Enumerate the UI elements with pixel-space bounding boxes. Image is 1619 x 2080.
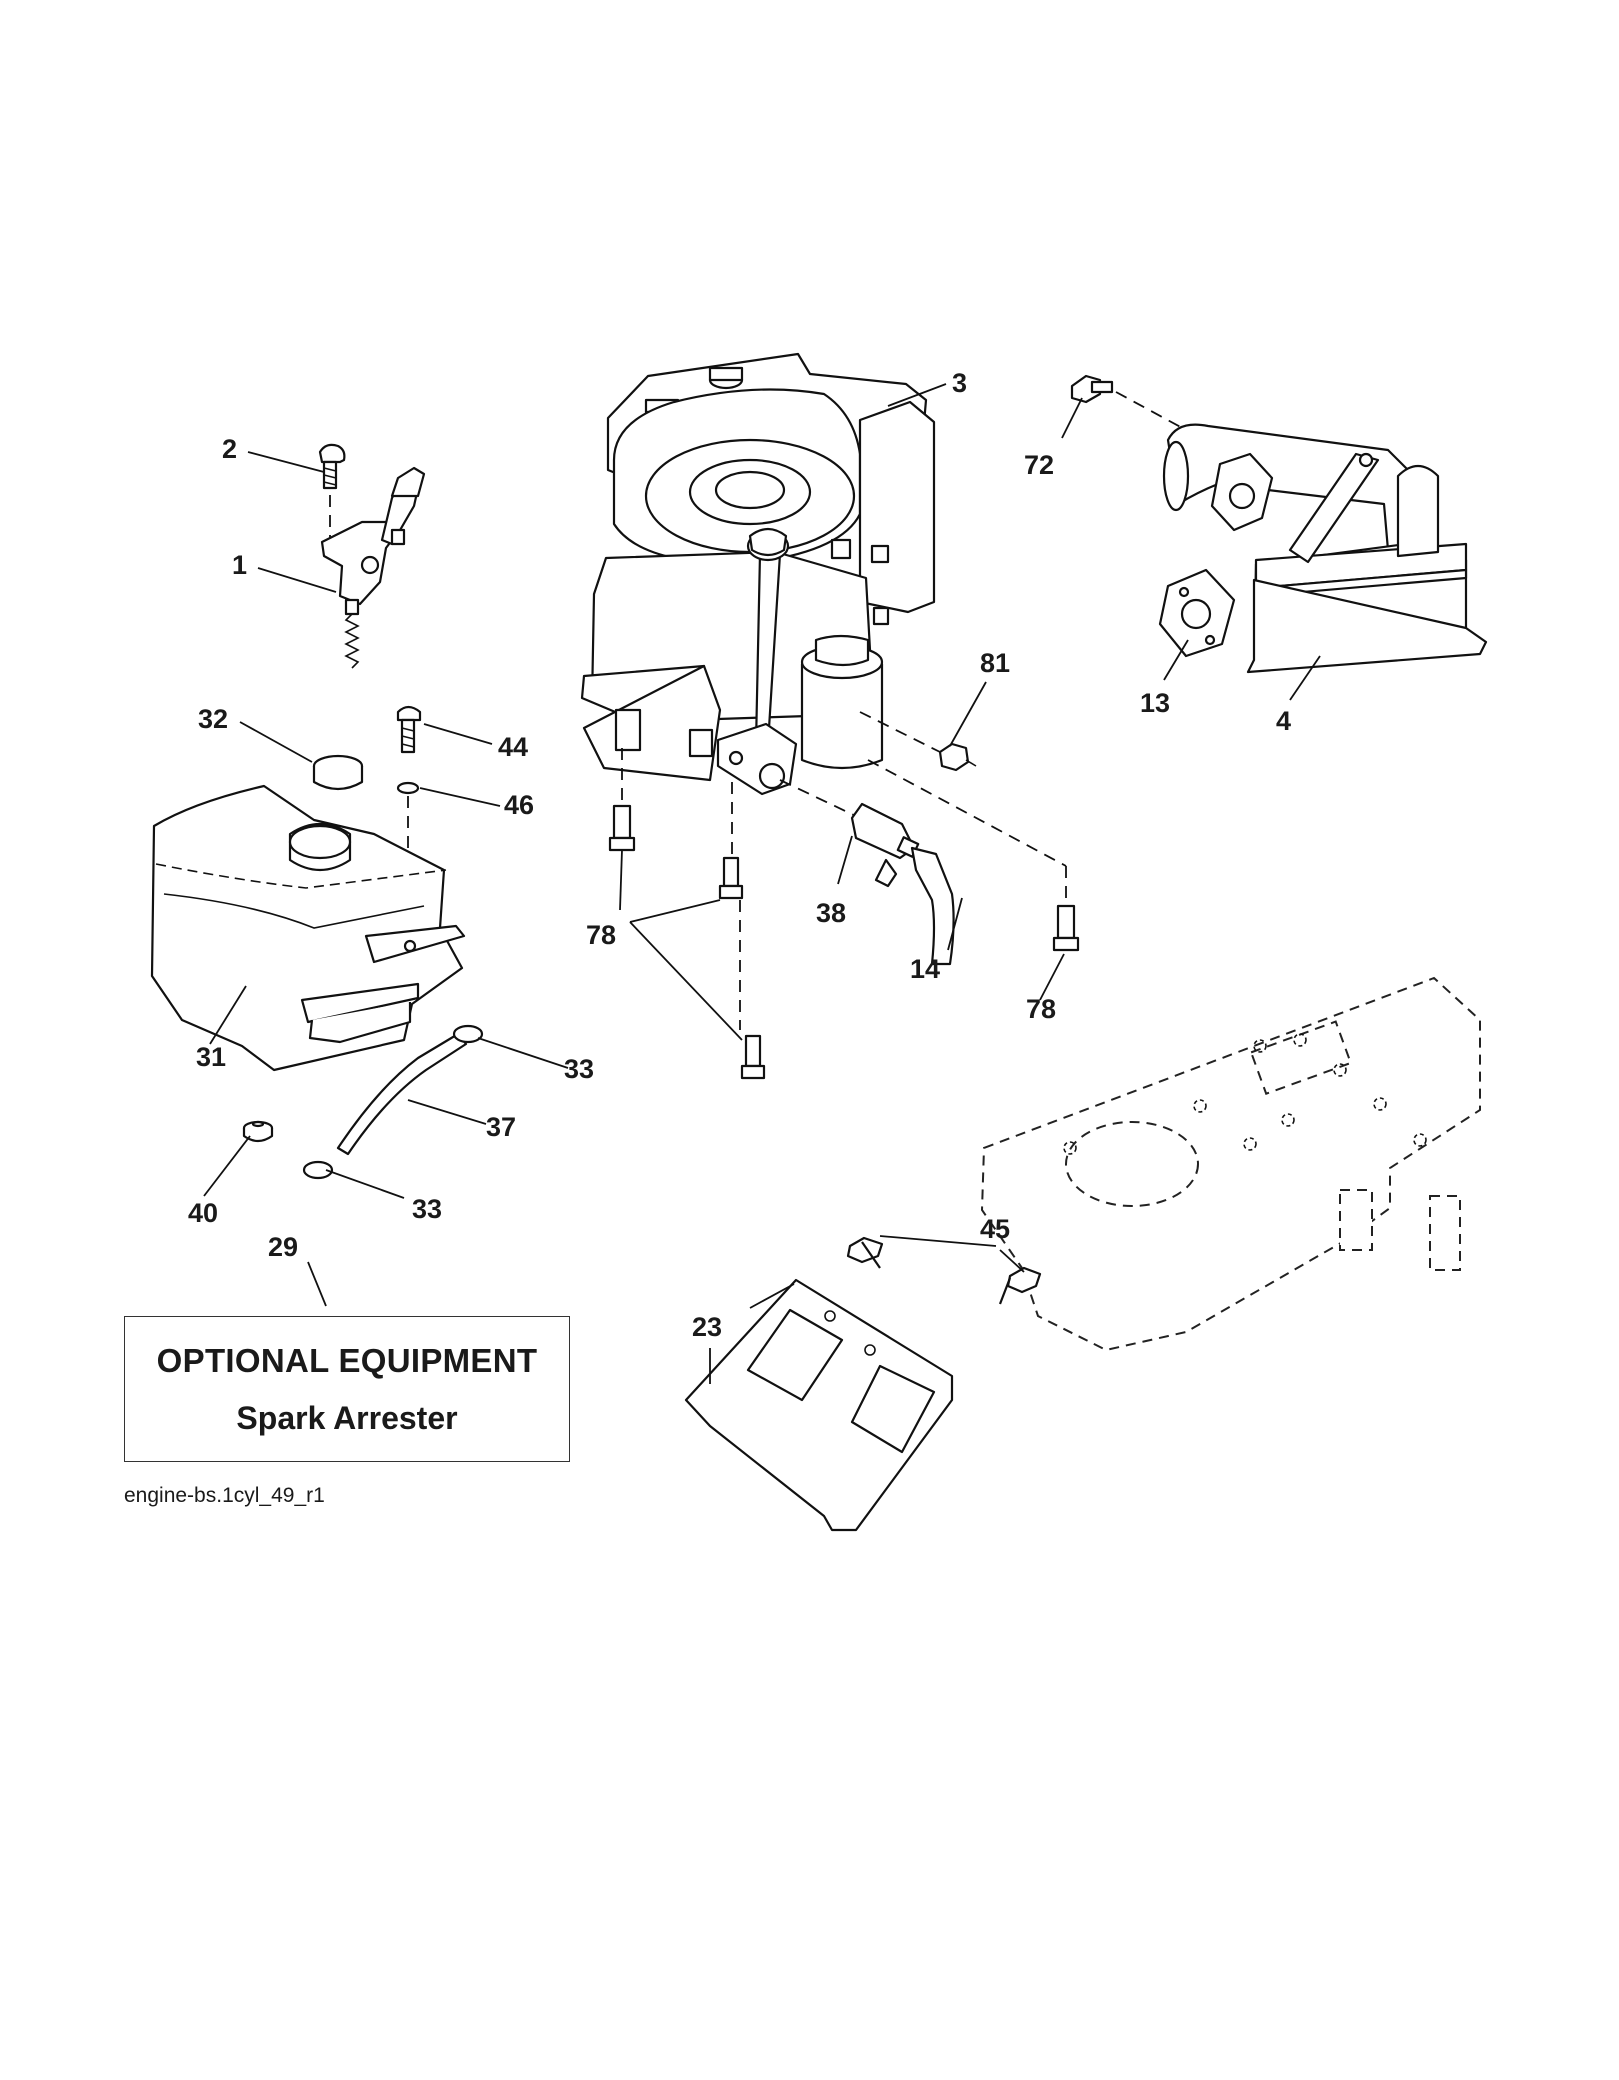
callout-31: 31	[196, 1042, 226, 1072]
callout-40: 40	[188, 1198, 218, 1228]
figure-code: engine-bs.1cyl_49_r1	[124, 1484, 325, 1507]
callout-14: 14	[910, 954, 940, 984]
callout-78-left: 78	[586, 920, 616, 950]
fuel-valve-part	[779, 779, 955, 966]
fuel-line-part	[242, 1024, 484, 1180]
callout-46: 46	[504, 790, 534, 820]
optional-equipment-box: OPTIONAL EQUIPMENT Spark Arrester	[124, 1316, 570, 1462]
callout-72: 72	[1024, 450, 1054, 480]
callout-45: 45	[980, 1214, 1010, 1244]
callout-1: 1	[232, 550, 247, 580]
callout-4: 4	[1276, 706, 1291, 736]
optional-equipment-title: OPTIONAL EQUIPMENT	[156, 1341, 538, 1379]
callout-29: 29	[268, 1232, 298, 1262]
optional-equipment-item: Spark Arrester	[236, 1399, 458, 1436]
callout-labels: 2 1 3 72 13 4 81 32 44 46 38 78 14 78 31…	[188, 368, 1291, 1342]
callout-3: 3	[952, 368, 967, 398]
callout-23: 23	[692, 1312, 722, 1342]
leader-lines	[203, 383, 1321, 1384]
callout-38: 38	[816, 898, 846, 928]
throttle-control-part	[318, 443, 426, 669]
bolts-part	[608, 748, 1080, 1080]
callout-78-right: 78	[1026, 994, 1056, 1024]
callout-37: 37	[486, 1112, 516, 1142]
callout-44: 44	[498, 732, 528, 762]
chassis-frame-ghost	[980, 976, 1481, 1352]
callout-2: 2	[222, 434, 237, 464]
callout-32: 32	[198, 704, 228, 734]
fuel-cap-part	[312, 754, 364, 791]
callout-13: 13	[1140, 688, 1170, 718]
muffler-part	[1070, 374, 1488, 674]
gasket-part	[1158, 568, 1236, 658]
skid-plate-part	[684, 1236, 1042, 1532]
callout-33-top: 33	[564, 1054, 594, 1084]
callout-33-bottom: 33	[412, 1194, 442, 1224]
callout-81: 81	[980, 648, 1010, 678]
fuel-tank-part	[150, 784, 466, 1072]
engine-part	[580, 352, 936, 796]
